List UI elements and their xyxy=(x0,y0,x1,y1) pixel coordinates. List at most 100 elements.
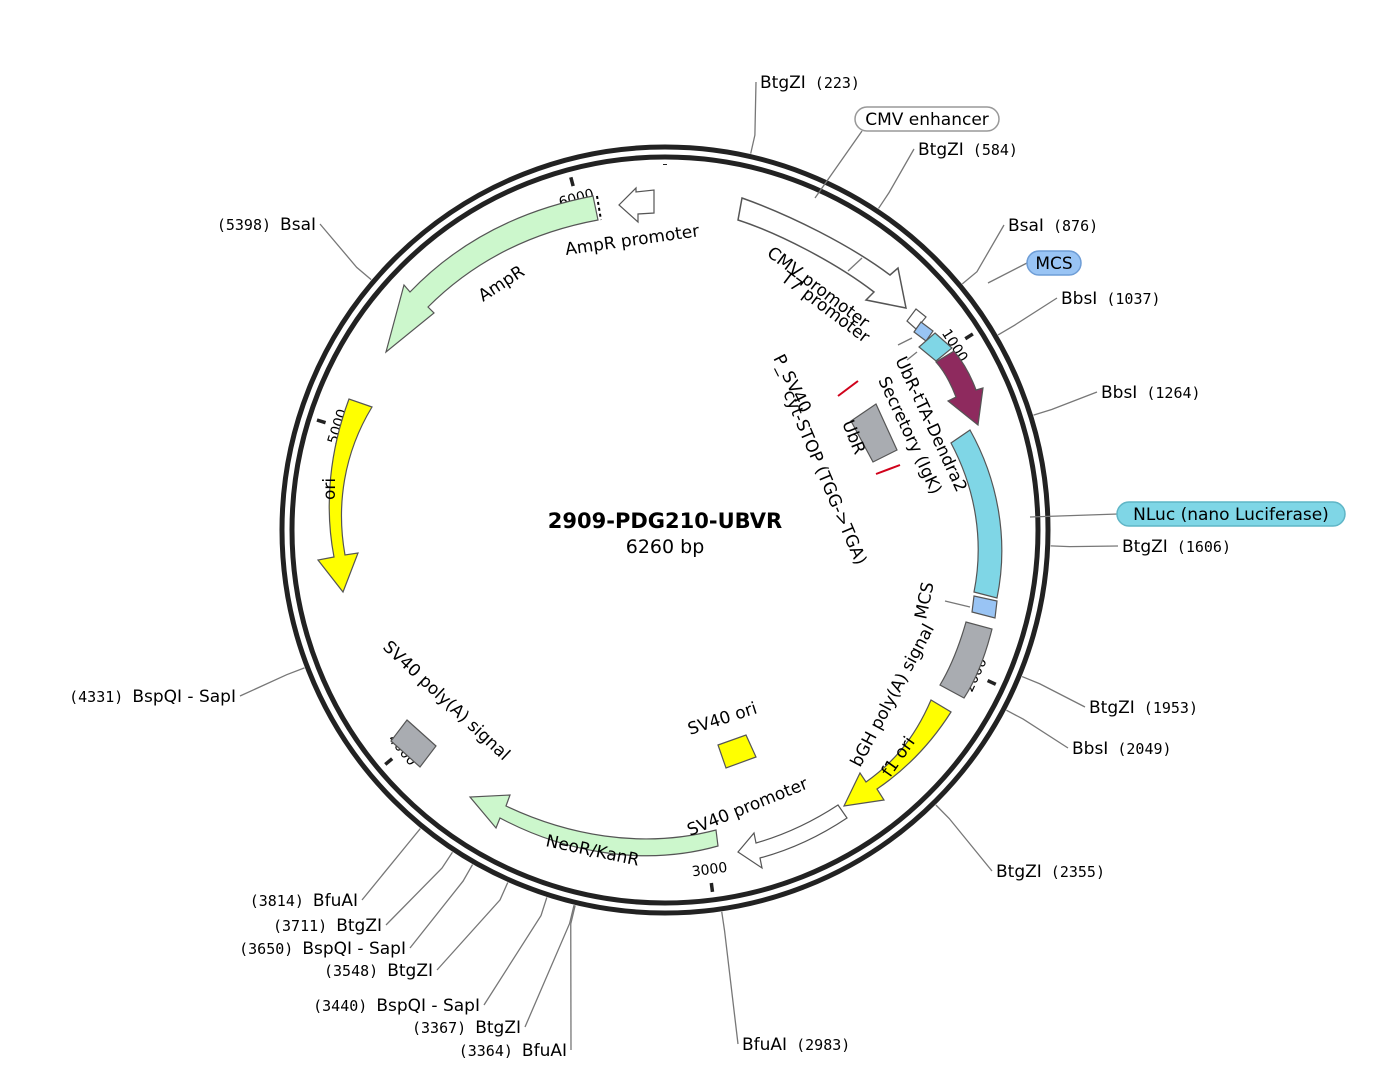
svg-text:CMV enhancer: CMV enhancer xyxy=(865,110,989,130)
site-leader xyxy=(239,667,305,697)
site-btgzi-1953[interactable]: BtgZI (1953) xyxy=(1021,675,1198,718)
site-leader xyxy=(385,851,453,926)
site-btgzi-3711[interactable]: (3711) BtgZI xyxy=(273,851,453,936)
site-leader xyxy=(1021,675,1086,708)
feature-ori[interactable] xyxy=(316,398,373,594)
site-btgzi-3548[interactable]: (3548) BtgZI xyxy=(324,882,509,981)
feature-f1-ori[interactable] xyxy=(842,699,952,807)
site-label: BtgZI (584) xyxy=(918,140,1018,160)
site-btgzi-1606[interactable]: BtgZI (1606) xyxy=(1050,537,1231,557)
backbone-outer-ring xyxy=(279,144,1051,916)
tag-cmv-enhancer[interactable]: CMV enhancer xyxy=(854,106,1000,132)
site-enzyme: BtgZI xyxy=(1089,698,1135,718)
site-label: BtgZI (223) xyxy=(760,73,860,93)
site-position: (2049) xyxy=(1108,740,1171,758)
site-bbsi-1264[interactable]: BbsI (1264) xyxy=(1033,383,1201,416)
site-enzyme: BtgZI xyxy=(760,73,806,93)
site-position: (3364) xyxy=(459,1042,522,1060)
site-label: BtgZI (1953) xyxy=(1089,698,1198,718)
site-btgzi-584[interactable]: BtgZI (584) xyxy=(877,140,1018,209)
tick-1000 xyxy=(964,332,974,341)
feature-sv40-promoter[interactable] xyxy=(737,804,848,870)
site-label: BbsI (1037) xyxy=(1061,289,1161,309)
site-label: BtgZI (2355) xyxy=(996,862,1105,882)
site-position: (876) xyxy=(1044,217,1098,235)
site-btgzi-2355[interactable]: BtgZI (2355) xyxy=(935,804,1105,882)
site-enzyme: BsaI xyxy=(1008,216,1044,236)
site-enzyme: BfuAI xyxy=(522,1041,567,1061)
site-label: BbsI (1264) xyxy=(1101,383,1201,403)
site-label: BbsI (2049) xyxy=(1072,739,1172,759)
site-btgzi-3367[interactable]: (3367) BtgZI xyxy=(412,904,575,1038)
feature-cmv-promoter[interactable] xyxy=(737,196,907,309)
site-bsai-5398[interactable]: (5398) BsaI xyxy=(217,215,372,281)
label-ampr: AmpR xyxy=(475,262,529,307)
site-enzyme: BfuAI xyxy=(742,1035,787,1055)
site-bspqi-sapi-3440[interactable]: (3440) BspQI - SapI xyxy=(313,897,548,1016)
feature-nluc[interactable] xyxy=(950,429,1003,599)
site-leader xyxy=(409,864,474,949)
site-position: (584) xyxy=(964,141,1018,159)
site-bfuai-2983[interactable]: BfuAI (2983) xyxy=(721,911,851,1055)
feature-ubr[interactable] xyxy=(850,403,898,463)
plasmid-size: 6260 bp xyxy=(626,536,705,558)
site-bfuai-3814[interactable]: (3814) BfuAI xyxy=(250,828,421,911)
site-bfuai-3364[interactable]: (3364) BfuAI xyxy=(459,905,576,1061)
site-label: BfuAI (2983) xyxy=(742,1035,850,1055)
site-leader xyxy=(721,911,739,1045)
site-bbsi-1037[interactable]: BbsI (1037) xyxy=(997,289,1161,336)
site-enzyme: BspQI - SapI xyxy=(302,939,406,959)
site-position: (3548) xyxy=(324,962,387,980)
feature-ampr[interactable] xyxy=(384,195,599,354)
tag-mcs[interactable]: MCS xyxy=(1026,250,1082,276)
site-enzyme: BtgZI xyxy=(1122,537,1168,557)
feature-leaders xyxy=(814,130,1119,608)
site-label: (3440) BspQI - SapI xyxy=(313,996,480,1016)
feature-sv40-ori[interactable] xyxy=(717,734,757,769)
site-position: (3814) xyxy=(250,892,313,910)
site-bspqi-sapi-3650[interactable]: (3650) BspQI - SapI xyxy=(239,864,474,959)
site-label: (5398) BsaI xyxy=(217,215,316,235)
site-position: (3711) xyxy=(273,917,336,935)
p-sv40-mark xyxy=(837,380,859,397)
site-btgzi-223[interactable]: BtgZI (223) xyxy=(750,73,860,154)
site-position: (5398) xyxy=(217,216,280,234)
label-mcs-bottom: MCS xyxy=(911,580,938,621)
tick-2000 xyxy=(986,678,997,686)
site-leader xyxy=(1033,391,1098,416)
feature-neor-kanr[interactable] xyxy=(468,794,719,857)
label-sv40-ori: SV40 ori xyxy=(685,699,759,740)
site-leader xyxy=(1050,545,1119,548)
site-label: (3650) BspQI - SapI xyxy=(239,939,406,959)
feature-sv40-polya[interactable] xyxy=(390,719,437,768)
site-leader xyxy=(1006,709,1069,749)
site-leader xyxy=(524,904,575,1028)
site-position: (3440) xyxy=(313,997,376,1015)
site-bspqi-sapi-4331[interactable]: (4331) BspQI - SapI xyxy=(69,667,305,707)
ampr-boundary xyxy=(596,195,602,221)
tag-nluc[interactable]: NLuc (nano Luciferase) xyxy=(1116,501,1346,527)
site-leader xyxy=(877,148,915,209)
backbone-inner-ring xyxy=(289,154,1041,906)
site-bsai-876[interactable]: BsaI (876) xyxy=(961,216,1098,285)
feature-mcs-bottom[interactable] xyxy=(971,595,998,619)
site-label: (3548) BtgZI xyxy=(324,961,433,981)
feature-ubr-tta-dendra2[interactable] xyxy=(935,350,984,427)
site-leader xyxy=(570,905,576,1051)
site-bbsi-2049[interactable]: BbsI (2049) xyxy=(1006,709,1172,759)
tick-5000 xyxy=(316,418,327,425)
tick-3000 xyxy=(709,882,715,893)
feature-bgh-polya[interactable] xyxy=(939,621,993,699)
site-label: (4331) BspQI - SapI xyxy=(69,687,236,707)
feature-secretory-igk[interactable] xyxy=(918,332,953,362)
site-enzyme: BtgZI xyxy=(475,1018,521,1038)
site-enzyme: BbsI xyxy=(1061,289,1097,309)
label-ori: ori xyxy=(320,478,340,500)
feature-ampr-promoter[interactable] xyxy=(618,186,655,224)
site-enzyme: BfuAI xyxy=(313,891,358,911)
features xyxy=(316,186,1003,870)
site-label: (3814) BfuAI xyxy=(250,891,358,911)
site-enzyme: BsaI xyxy=(280,215,316,235)
tick-4000 xyxy=(384,757,394,766)
site-enzyme: BbsI xyxy=(1072,739,1108,759)
